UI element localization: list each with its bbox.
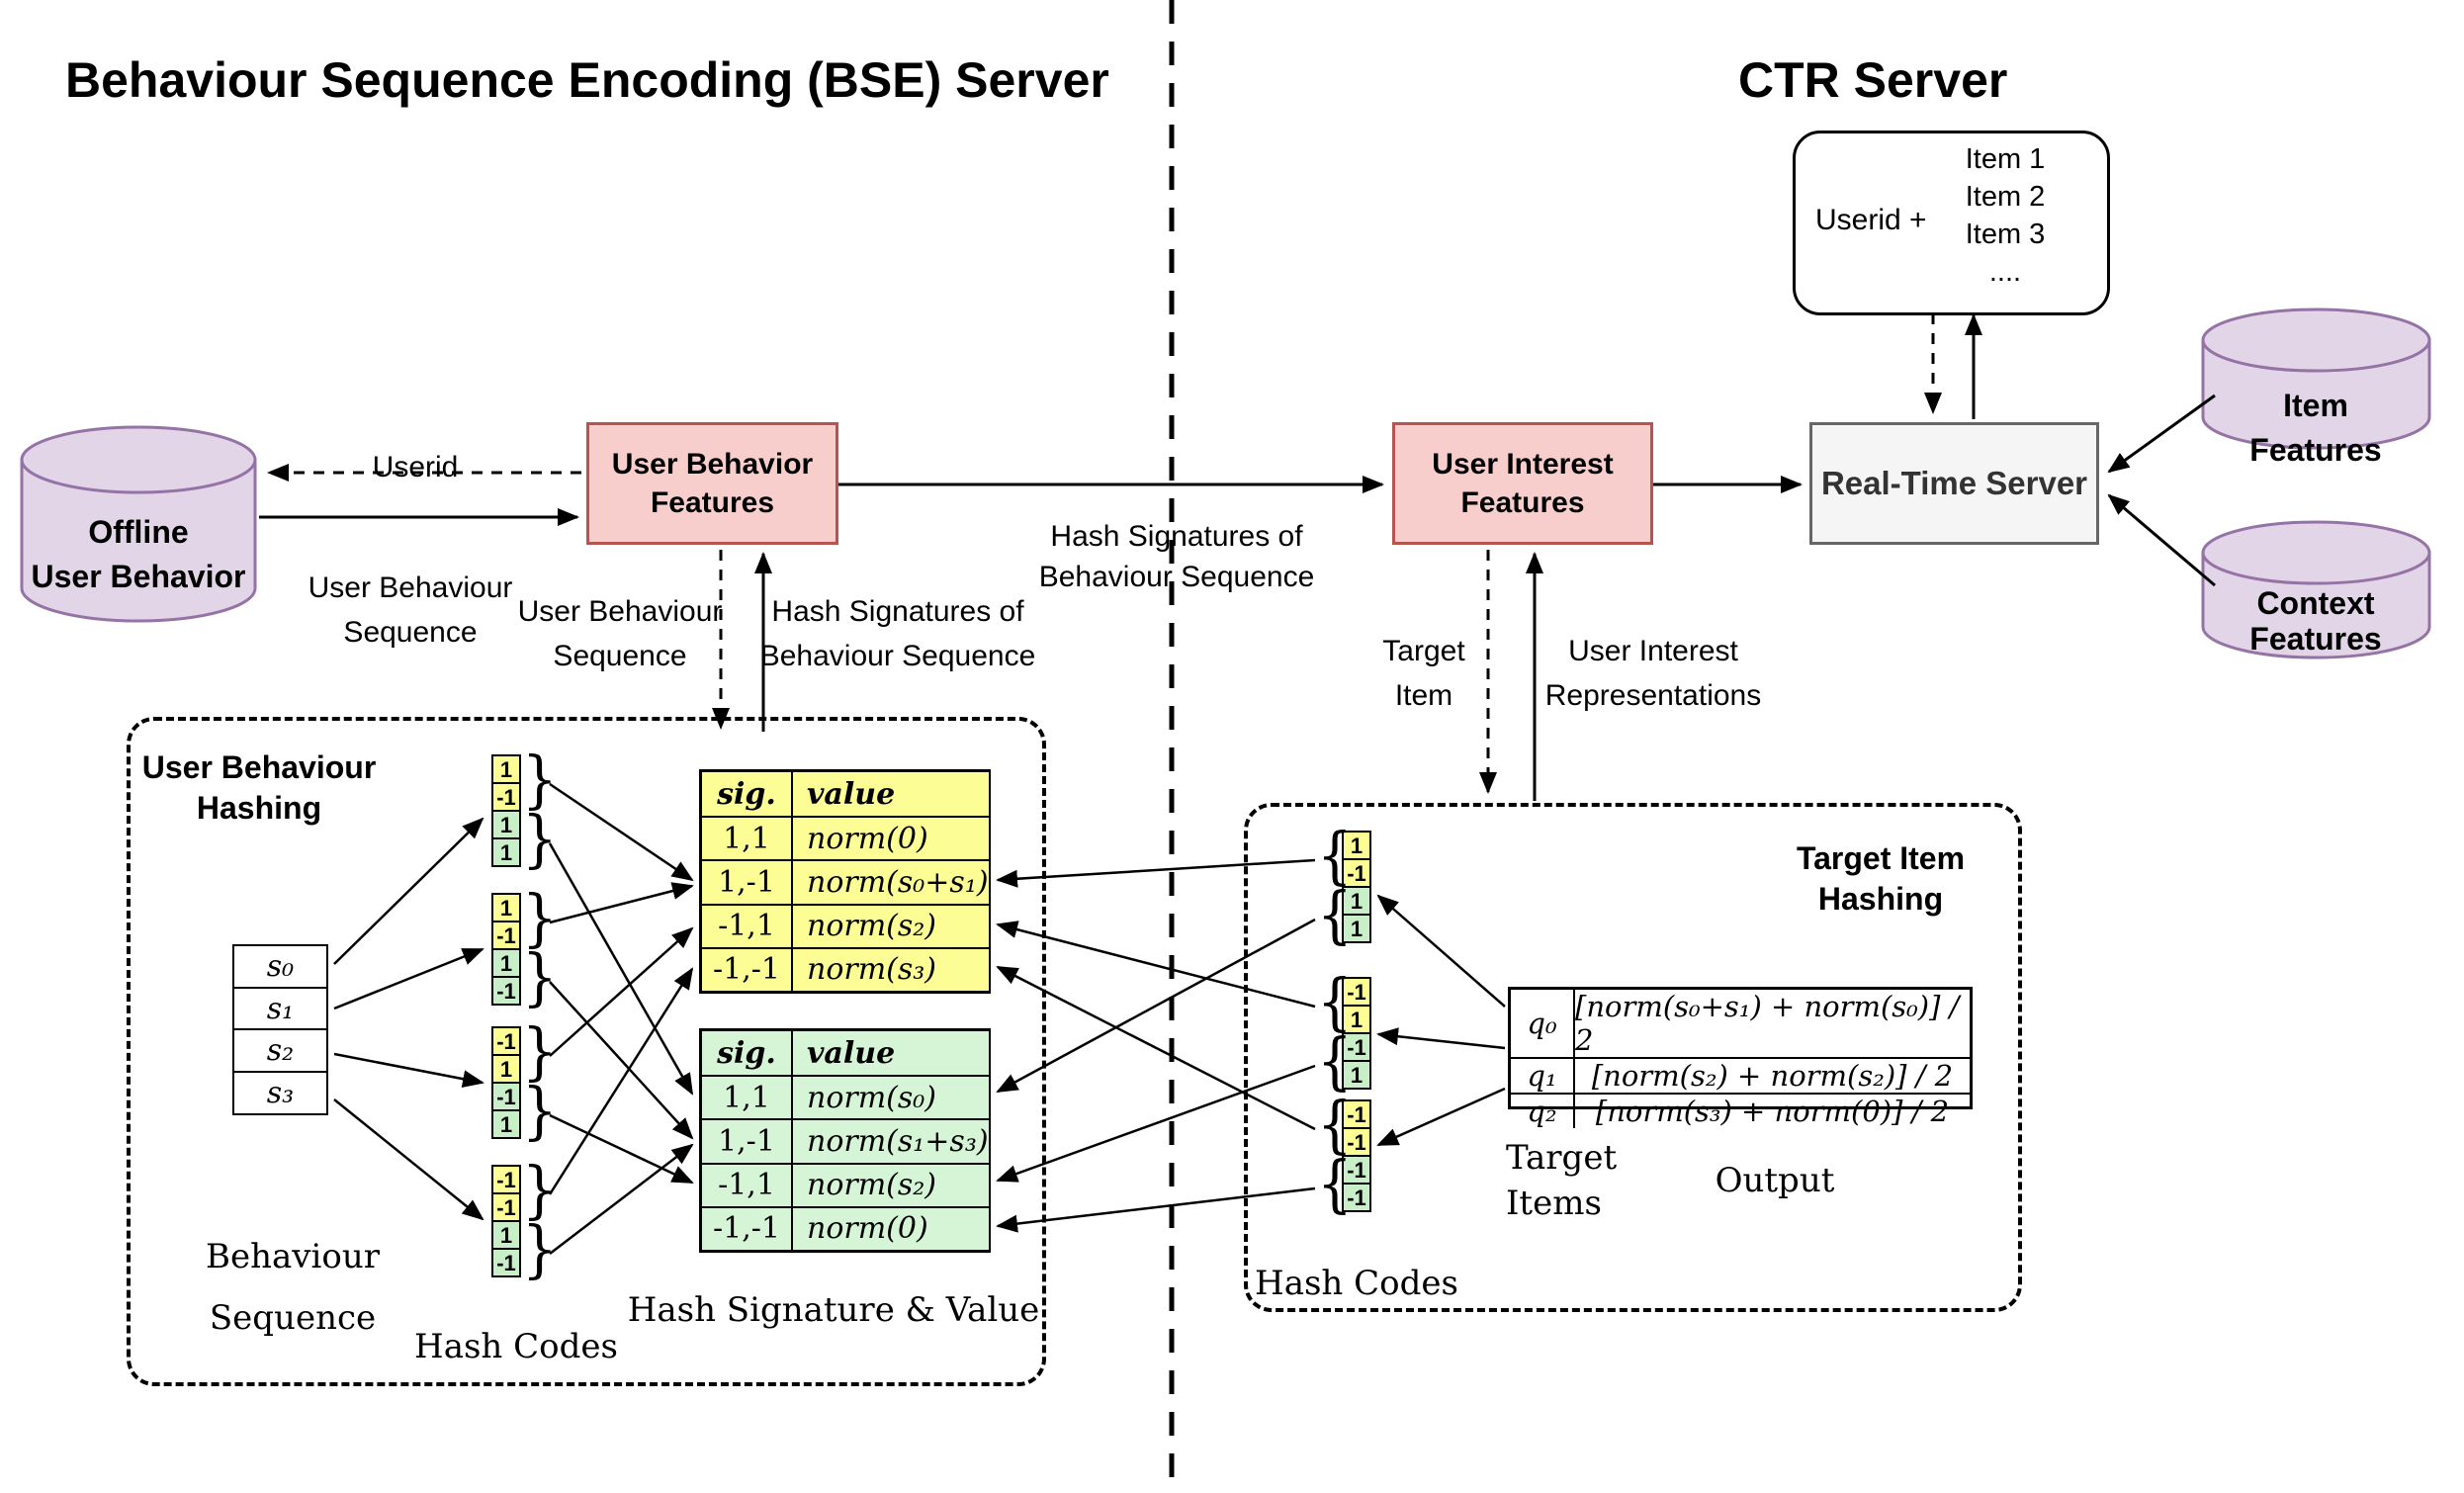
hash-code-group-s0: 1 -1 1 1 xyxy=(491,754,521,867)
brace xyxy=(522,1080,546,1146)
userid-edge-label: Userid xyxy=(372,451,459,483)
output-caption: Output xyxy=(1715,1161,1835,1200)
table-cell: norm(s₃) xyxy=(791,946,989,991)
hash-code-cell: 1 xyxy=(491,810,521,839)
user-interest-repr-label: User Interest Representations xyxy=(1544,635,1762,712)
item-list-entry: Item 1 xyxy=(1965,143,2046,175)
table-cell: [norm(s₃) + norm(0)] / 2 xyxy=(1573,1093,1970,1128)
hash-code-cell: 1 xyxy=(491,948,521,978)
user-interest-features-box: User Interest Features xyxy=(1392,422,1653,545)
item-list: Item 1 Item 2 Item 3 .... xyxy=(1966,140,2046,291)
behaviour-sequence-caption: Behaviour Sequence xyxy=(206,1237,380,1338)
table-cell: 1,1 xyxy=(702,1075,791,1119)
item-list-entry: Item 2 xyxy=(1965,181,2046,213)
table-cell: norm(s₀+s₁) xyxy=(791,859,989,904)
hash-code-cell: -1 xyxy=(491,782,521,812)
sequence-cell: s₀ xyxy=(232,944,328,989)
hash-code-cell: -1 xyxy=(491,1082,521,1111)
target-hash-code-group-q1: -1 1 -1 1 xyxy=(1342,977,1371,1090)
context-features-label: Context Features xyxy=(2249,585,2382,657)
table-cell: 1,-1 xyxy=(702,859,791,904)
table-cell: -1,1 xyxy=(702,903,791,947)
brace xyxy=(1317,1153,1341,1219)
hash-code-cell: 1 xyxy=(491,1109,521,1139)
userid-plus-label: Userid + xyxy=(1815,204,1927,236)
sequence-cell: s₂ xyxy=(232,1028,328,1073)
hash-code-cell: -1 xyxy=(491,1165,521,1194)
hash-code-cell: 1 xyxy=(491,754,521,784)
hash-codes-caption-left: Hash Codes xyxy=(414,1327,618,1366)
hash-code-cell: 1 xyxy=(491,837,521,867)
green-signature-table: sig. value 1,1 norm(s₀) 1,-1 norm(s₁+s₃)… xyxy=(699,1028,991,1253)
hash-code-cell: -1 xyxy=(491,976,521,1006)
hash-signatures-v-label: Hash Signatures of Behaviour Sequence xyxy=(759,595,1036,672)
yellow-signature-table: sig. value 1,1 norm(0) 1,-1 norm(s₀+s₁) … xyxy=(699,769,991,994)
brace xyxy=(522,946,546,1012)
table-cell: 1,-1 xyxy=(702,1118,791,1163)
ctr-server-title: CTR Server xyxy=(1738,52,2008,108)
hash-signature-value-caption: Hash Signature & Value xyxy=(627,1290,1040,1330)
brace xyxy=(522,1218,546,1284)
hash-code-cell: -1 xyxy=(491,1192,521,1222)
user-behaviour-hashing-title: User Behaviour Hashing xyxy=(141,749,377,826)
brace xyxy=(522,808,546,874)
target-output-table: q₀ [norm(s₀+s₁) + norm(s₀)] / 2 q₁ [norm… xyxy=(1508,987,1973,1128)
table-cell: [norm(s₀+s₁) + norm(s₀)] / 2 xyxy=(1573,990,1970,1057)
table-cell: 1,1 xyxy=(702,816,791,860)
target-item-hashing-box xyxy=(1244,803,2022,1312)
table-cell: q₀ xyxy=(1527,1007,1557,1040)
hash-code-cell: 1 xyxy=(491,893,521,922)
hash-code-group-s1: 1 -1 1 -1 xyxy=(491,893,521,1006)
table-header: value xyxy=(791,772,989,817)
table-cell: -1,-1 xyxy=(702,1205,791,1250)
user-behavior-features-box: User Behavior Features xyxy=(586,422,838,545)
target-hash-code-group-q2: -1 -1 -1 -1 xyxy=(1342,1099,1371,1212)
table-cell: norm(0) xyxy=(791,816,989,860)
user-behaviour-hashing-box xyxy=(127,717,1046,1386)
hash-code-group-s2: -1 1 -1 1 xyxy=(491,1026,521,1139)
table-header: sig. xyxy=(702,772,791,817)
hash-code-cell: -1 xyxy=(491,1248,521,1277)
target-item-edge-label: Target Item xyxy=(1382,635,1465,712)
target-item-hashing-title: Target Item Hashing xyxy=(1796,840,1966,917)
hash-signatures-mid-label: Hash Signatures of Behaviour Sequence xyxy=(1038,520,1315,593)
sequence-cell: s₁ xyxy=(232,986,328,1031)
table-cell: norm(0) xyxy=(791,1205,989,1250)
table-cell: -1,-1 xyxy=(702,946,791,991)
brace xyxy=(1317,1030,1341,1097)
item-list-entry: Item 3 xyxy=(1965,219,2046,250)
hash-codes-caption-right: Hash Codes xyxy=(1255,1264,1458,1303)
target-items-caption: Target Items xyxy=(1506,1138,1618,1223)
table-cell: -1,1 xyxy=(702,1162,791,1206)
table-cell: q₁ xyxy=(1511,1057,1573,1093)
hash-code-cell: 1 xyxy=(491,1220,521,1250)
table-header: value xyxy=(791,1031,989,1076)
table-header: sig. xyxy=(702,1031,791,1076)
bse-server-title: Behaviour Sequence Encoding (BSE) Server xyxy=(65,52,1109,108)
user-behaviour-sequence-v-label: User Behaviour Sequence xyxy=(517,595,723,672)
request-box xyxy=(1793,131,2110,315)
brace xyxy=(1317,884,1341,950)
hash-code-cell: 1 xyxy=(491,1054,521,1084)
table-cell: norm(s₂) xyxy=(791,903,989,947)
real-time-server-box: Real-Time Server xyxy=(1809,422,2099,545)
table-cell: norm(s₁+s₃) xyxy=(791,1118,989,1163)
item-features-label: Item Features xyxy=(2249,388,2382,468)
hash-code-cell: -1 xyxy=(491,1026,521,1056)
behaviour-sequence-column: s₀ s₁ s₂ s₃ xyxy=(232,944,328,1115)
hash-code-cell: -1 xyxy=(491,921,521,950)
table-cell: q₂ xyxy=(1511,1093,1573,1128)
sequence-cell: s₃ xyxy=(232,1070,328,1115)
table-cell: norm(s₀) xyxy=(791,1075,989,1119)
user-behaviour-sequence-label: User Behaviour Sequence xyxy=(308,571,513,649)
table-cell: norm(s₂) xyxy=(791,1162,989,1206)
offline-user-behavior-label: Offline User Behavior xyxy=(31,514,246,594)
table-cell: [norm(s₂) + norm(s₂)] / 2 xyxy=(1573,1057,1970,1093)
target-hash-code-group-q0: 1 -1 1 1 xyxy=(1342,831,1371,943)
hash-code-group-s3: -1 -1 1 -1 xyxy=(491,1165,521,1277)
item-list-ellipsis: .... xyxy=(1988,256,2022,288)
